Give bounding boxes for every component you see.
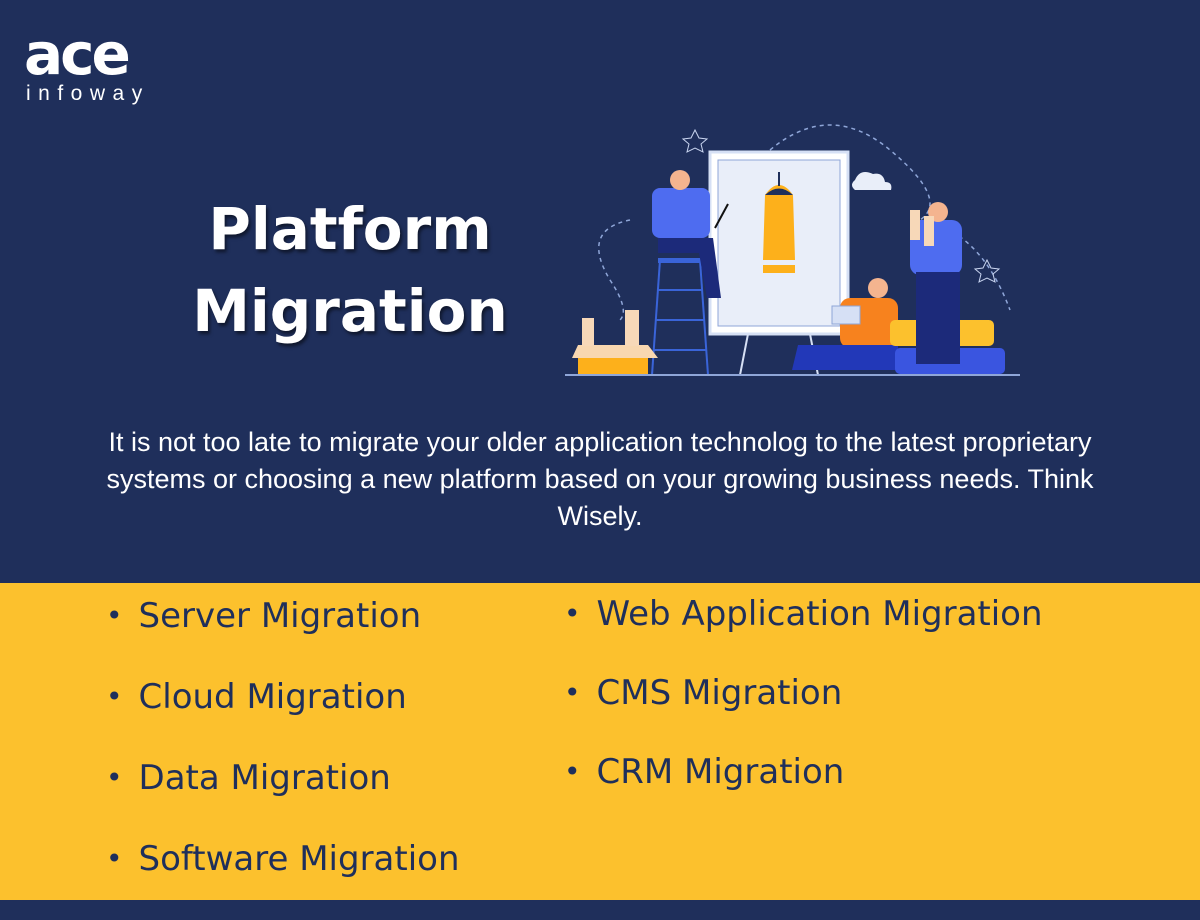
ladder [651, 259, 709, 376]
page-title: Platform Migration [150, 188, 550, 352]
title-line-1: Platform [208, 195, 492, 263]
header-section [0, 0, 1200, 583]
person-standing [910, 220, 962, 275]
logo-main: ace [24, 20, 131, 88]
list-item: Software Migration [106, 839, 460, 920]
logo-sub: infoway [26, 82, 150, 105]
list-item: Web Application Migration [564, 594, 1043, 673]
services-list-left: Server Migration Cloud Migration Data Mi… [106, 596, 460, 920]
person-sitting [652, 188, 710, 238]
rocket-nose [765, 188, 793, 195]
list-item: CRM Migration [564, 752, 1043, 831]
migration-illustration [565, 124, 1020, 376]
star-icon [681, 128, 709, 153]
cloud-icon [852, 172, 892, 190]
list-item: Server Migration [106, 596, 460, 677]
rocket-body [763, 185, 795, 260]
list-item: Data Migration [106, 758, 460, 839]
title-line-2: Migration [192, 277, 508, 345]
ace-infoway-logo: ace infoway [24, 20, 150, 106]
list-item: Cloud Migration [106, 677, 460, 758]
services-list-right: Web Application Migration CMS Migration … [564, 594, 1043, 831]
star-icon [973, 258, 1001, 283]
dashed-path-decoration [598, 124, 1011, 321]
list-item: CMS Migration [564, 673, 1043, 752]
description-text: It is not too late to migrate your older… [106, 427, 1094, 531]
